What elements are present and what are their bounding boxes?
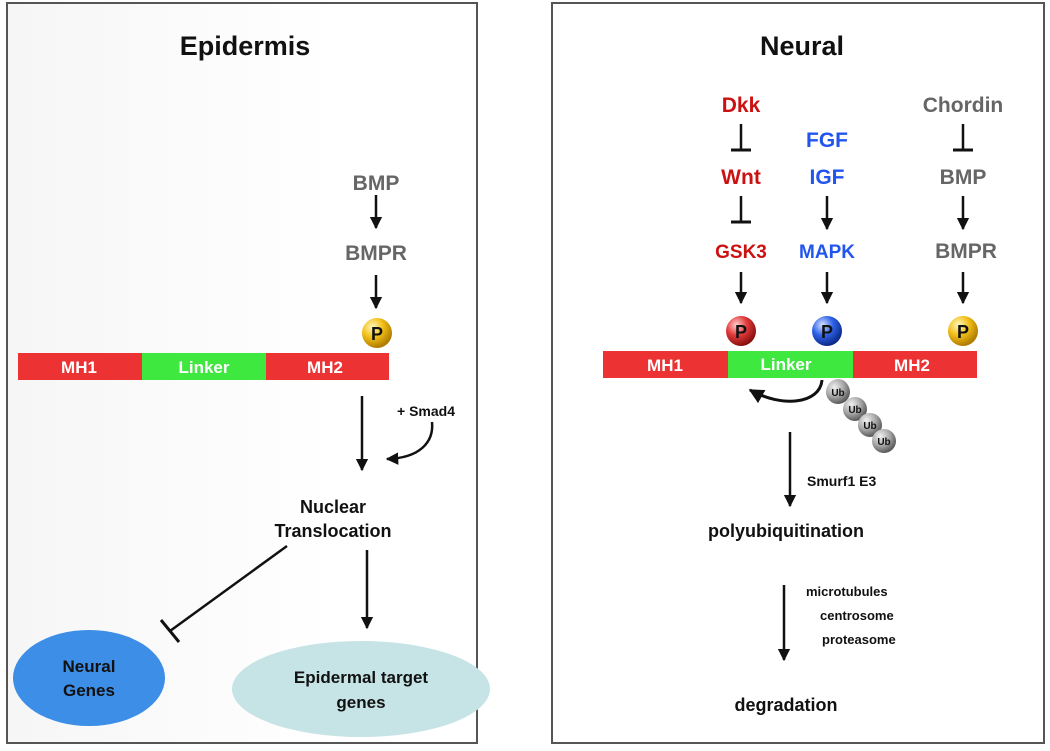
- fgf-label: FGF: [806, 129, 848, 152]
- svg-text:Ub: Ub: [831, 388, 844, 399]
- polyubiquitination-label: polyubiquitination: [708, 521, 864, 541]
- phospho-badge: P: [362, 318, 392, 348]
- neural-bmpr-label: BMPR: [935, 240, 997, 263]
- epidermis-title: Epidermis: [180, 31, 311, 61]
- svg-text:P: P: [371, 324, 383, 344]
- linker-label: Linker: [178, 358, 229, 377]
- degradation-factor-microtubules: microtubules: [806, 584, 888, 599]
- inhibition-bar: [159, 619, 181, 643]
- ubiquitin-bead-1: [826, 380, 850, 404]
- smad4-curved-arrow: [385, 421, 434, 465]
- mh2-domain: [266, 353, 389, 380]
- epidermal-genes-label-line1: Epidermal target: [294, 668, 428, 687]
- phospho-badge-gsk3: P: [726, 316, 756, 346]
- phospho-badge-mapk: P: [812, 316, 842, 346]
- mh2-label: MH2: [307, 358, 343, 377]
- nuclear-label: Nuclear: [300, 497, 366, 517]
- neural-genes-label-line1: Neural: [63, 657, 116, 676]
- svg-text:P: P: [821, 322, 833, 342]
- epidermis-bmp-label: BMP: [353, 172, 400, 195]
- neural-genes-label-line2: Genes: [63, 681, 115, 700]
- mh2-domain: [853, 351, 977, 378]
- linker-domain: [728, 351, 853, 378]
- svg-text:P: P: [735, 322, 747, 342]
- translocation-label: Translocation: [274, 521, 391, 541]
- svg-text:P: P: [957, 322, 969, 342]
- ubiquitin-bead-3: [858, 413, 882, 437]
- epidermis-smad-protein: MH1 Linker MH2: [18, 353, 389, 380]
- phospho-badge-bmpr: P: [948, 316, 978, 346]
- priming-curved-arrow: [748, 379, 824, 404]
- linker-domain: [142, 353, 266, 380]
- wnt-label: Wnt: [721, 166, 761, 189]
- smad4-label: + Smad4: [397, 403, 455, 419]
- neural-title: Neural: [760, 31, 844, 61]
- mh2-label: MH2: [894, 356, 930, 375]
- epidermis-bmpr-label: BMPR: [345, 242, 407, 265]
- neural-genes-ellipse: [13, 630, 165, 726]
- smurf-label: Smurf1 E3: [807, 473, 876, 489]
- svg-text:Ub: Ub: [848, 405, 861, 416]
- ubiquitin-bead-4: [872, 429, 896, 453]
- svg-text:Ub: Ub: [863, 421, 876, 432]
- ubiquitin-chain: Ub Ub Ub Ub: [826, 379, 896, 453]
- mh1-domain: [18, 353, 142, 380]
- ubiquitin-bead-2: [843, 397, 867, 421]
- chordin-label: Chordin: [923, 94, 1003, 117]
- degradation-factor-centrosome: centrosome: [820, 608, 894, 623]
- mapk-label: MAPK: [799, 242, 855, 263]
- epidermal-genes-label-line2: genes: [336, 693, 385, 712]
- neural-bmp-label: BMP: [940, 166, 987, 189]
- epidermal-genes-ellipse: [232, 641, 490, 737]
- inhibition-line: [169, 544, 288, 633]
- gsk3-label: GSK3: [715, 242, 767, 263]
- degradation-factor-proteasome: proteasome: [822, 632, 896, 647]
- dkk-label: Dkk: [722, 94, 761, 117]
- svg-text:Ub: Ub: [877, 437, 890, 448]
- mh1-domain: [603, 351, 728, 378]
- linker-label: Linker: [760, 355, 811, 374]
- mh1-label: MH1: [647, 356, 683, 375]
- degradation-label: degradation: [734, 695, 837, 715]
- neural-smad-protein: MH1 Linker MH2: [603, 351, 977, 378]
- igf-label: IGF: [810, 166, 845, 189]
- mh1-label: MH1: [61, 358, 97, 377]
